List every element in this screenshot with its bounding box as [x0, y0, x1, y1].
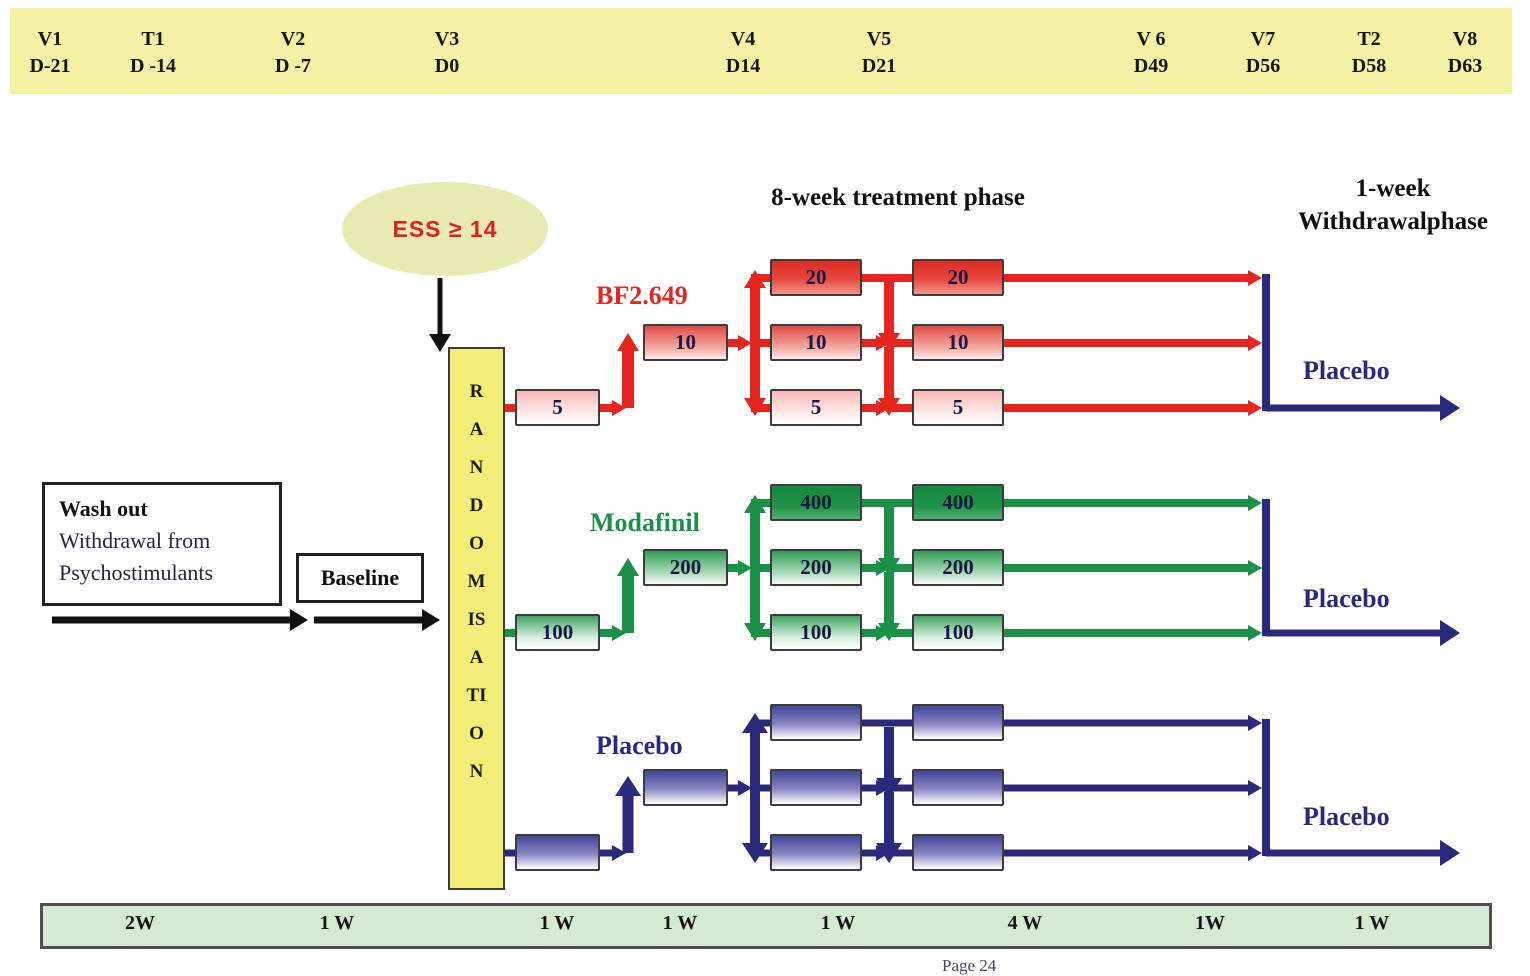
modafinil-period2-low-box: 100: [912, 614, 1004, 651]
timeline-segment-6: 4 W: [1007, 912, 1043, 934]
placebo-period2-high-box: [912, 704, 1004, 741]
bf2649-withdrawal-placebo-label: Placebo: [1303, 356, 1390, 385]
bf2649-period1-low-box: 5: [770, 389, 862, 426]
timeline-segment-7: 1W: [1195, 912, 1225, 934]
placebo-connectors: [505, 713, 1460, 866]
treatment-phase-header: 8-week treatment phase: [771, 184, 1025, 211]
placebo-uptitration-dose-box: [643, 769, 728, 806]
placebo-start-dose-box: [515, 834, 600, 871]
washout-line2: Withdrawal from: [59, 528, 211, 553]
modafinil-arm-label: Modafinil: [590, 508, 700, 537]
duration-timeline-bar: [40, 903, 1492, 949]
modafinil-period1-high-box: 400: [770, 484, 862, 521]
modafinil-uptitration-dose-box: 200: [643, 549, 728, 586]
timeline-segment-4: 1 W: [662, 912, 698, 934]
timeline-segment-5: 1 W: [820, 912, 856, 934]
bf2649-start-dose-box: 5: [515, 389, 600, 426]
baseline-label: Baseline: [320, 565, 400, 590]
page-number-note: Page 24: [942, 956, 997, 975]
placebo-period2-mid-box: [912, 769, 1004, 806]
bf2649-uptitration-dose-box: 10: [643, 324, 728, 361]
placebo-period2-low-box: [912, 834, 1004, 871]
bf2649-period2-high-box: 20: [912, 259, 1004, 296]
timeline-segment-3: 1 W: [539, 912, 575, 934]
modafinil-period2-high-box: 400: [912, 484, 1004, 521]
ess-criterion-label: ESS ≥ 14: [392, 215, 498, 242]
washout-title: Wash out: [59, 496, 148, 521]
bf2649-connectors: [505, 270, 1262, 416]
bf2649-period2-mid-box: 10: [912, 324, 1004, 361]
withdrawal-phase-line2: Withdrawalphase: [1298, 208, 1488, 235]
modafinil-withdrawal-placebo-label: Placebo: [1303, 584, 1390, 613]
baseline-box: Baseline: [296, 553, 424, 603]
timeline-segment-8: 1 W: [1354, 912, 1390, 934]
washout-line3: Psychostimulants: [59, 560, 214, 585]
modafinil-period1-mid-box: 200: [770, 549, 862, 586]
bf2649-withdrawal-connector: [1262, 274, 1460, 421]
washout-box: Wash out Withdrawal from Psychostimulant…: [42, 482, 282, 606]
placebo-period1-low-box: [770, 834, 862, 871]
bf2649-period1-high-box: 20: [770, 259, 862, 296]
withdrawal-phase-line1: 1-week: [1355, 175, 1431, 202]
screening-arrows: [52, 278, 451, 631]
placebo-arm-label: Placebo: [596, 731, 683, 760]
timeline-segment-2: 1 W: [319, 912, 355, 934]
randomisation-box: RANDOMISATION: [448, 347, 505, 890]
timeline-segment-1: 2W: [125, 912, 155, 934]
placebo-withdrawal-placebo-label: Placebo: [1303, 802, 1390, 831]
modafinil-withdrawal-connector: [1262, 499, 1460, 646]
ess-criterion-ellipse: ESS ≥ 14: [342, 182, 548, 276]
modafinil-period1-low-box: 100: [770, 614, 862, 651]
bf2649-period2-low-box: 5: [912, 389, 1004, 426]
withdrawal-phase-header: 1-week Withdrawalphase: [1256, 172, 1530, 238]
modafinil-connectors: [505, 495, 1262, 641]
bf2649-arm-label: BF2.649: [596, 281, 688, 310]
modafinil-period2-mid-box: 200: [912, 549, 1004, 586]
placebo-period1-high-box: [770, 704, 862, 741]
modafinil-start-dose-box: 100: [515, 614, 600, 651]
placebo-period1-mid-box: [770, 769, 862, 806]
randomisation-label: RANDOMISATION: [466, 381, 487, 782]
bf2649-period1-mid-box: 10: [770, 324, 862, 361]
